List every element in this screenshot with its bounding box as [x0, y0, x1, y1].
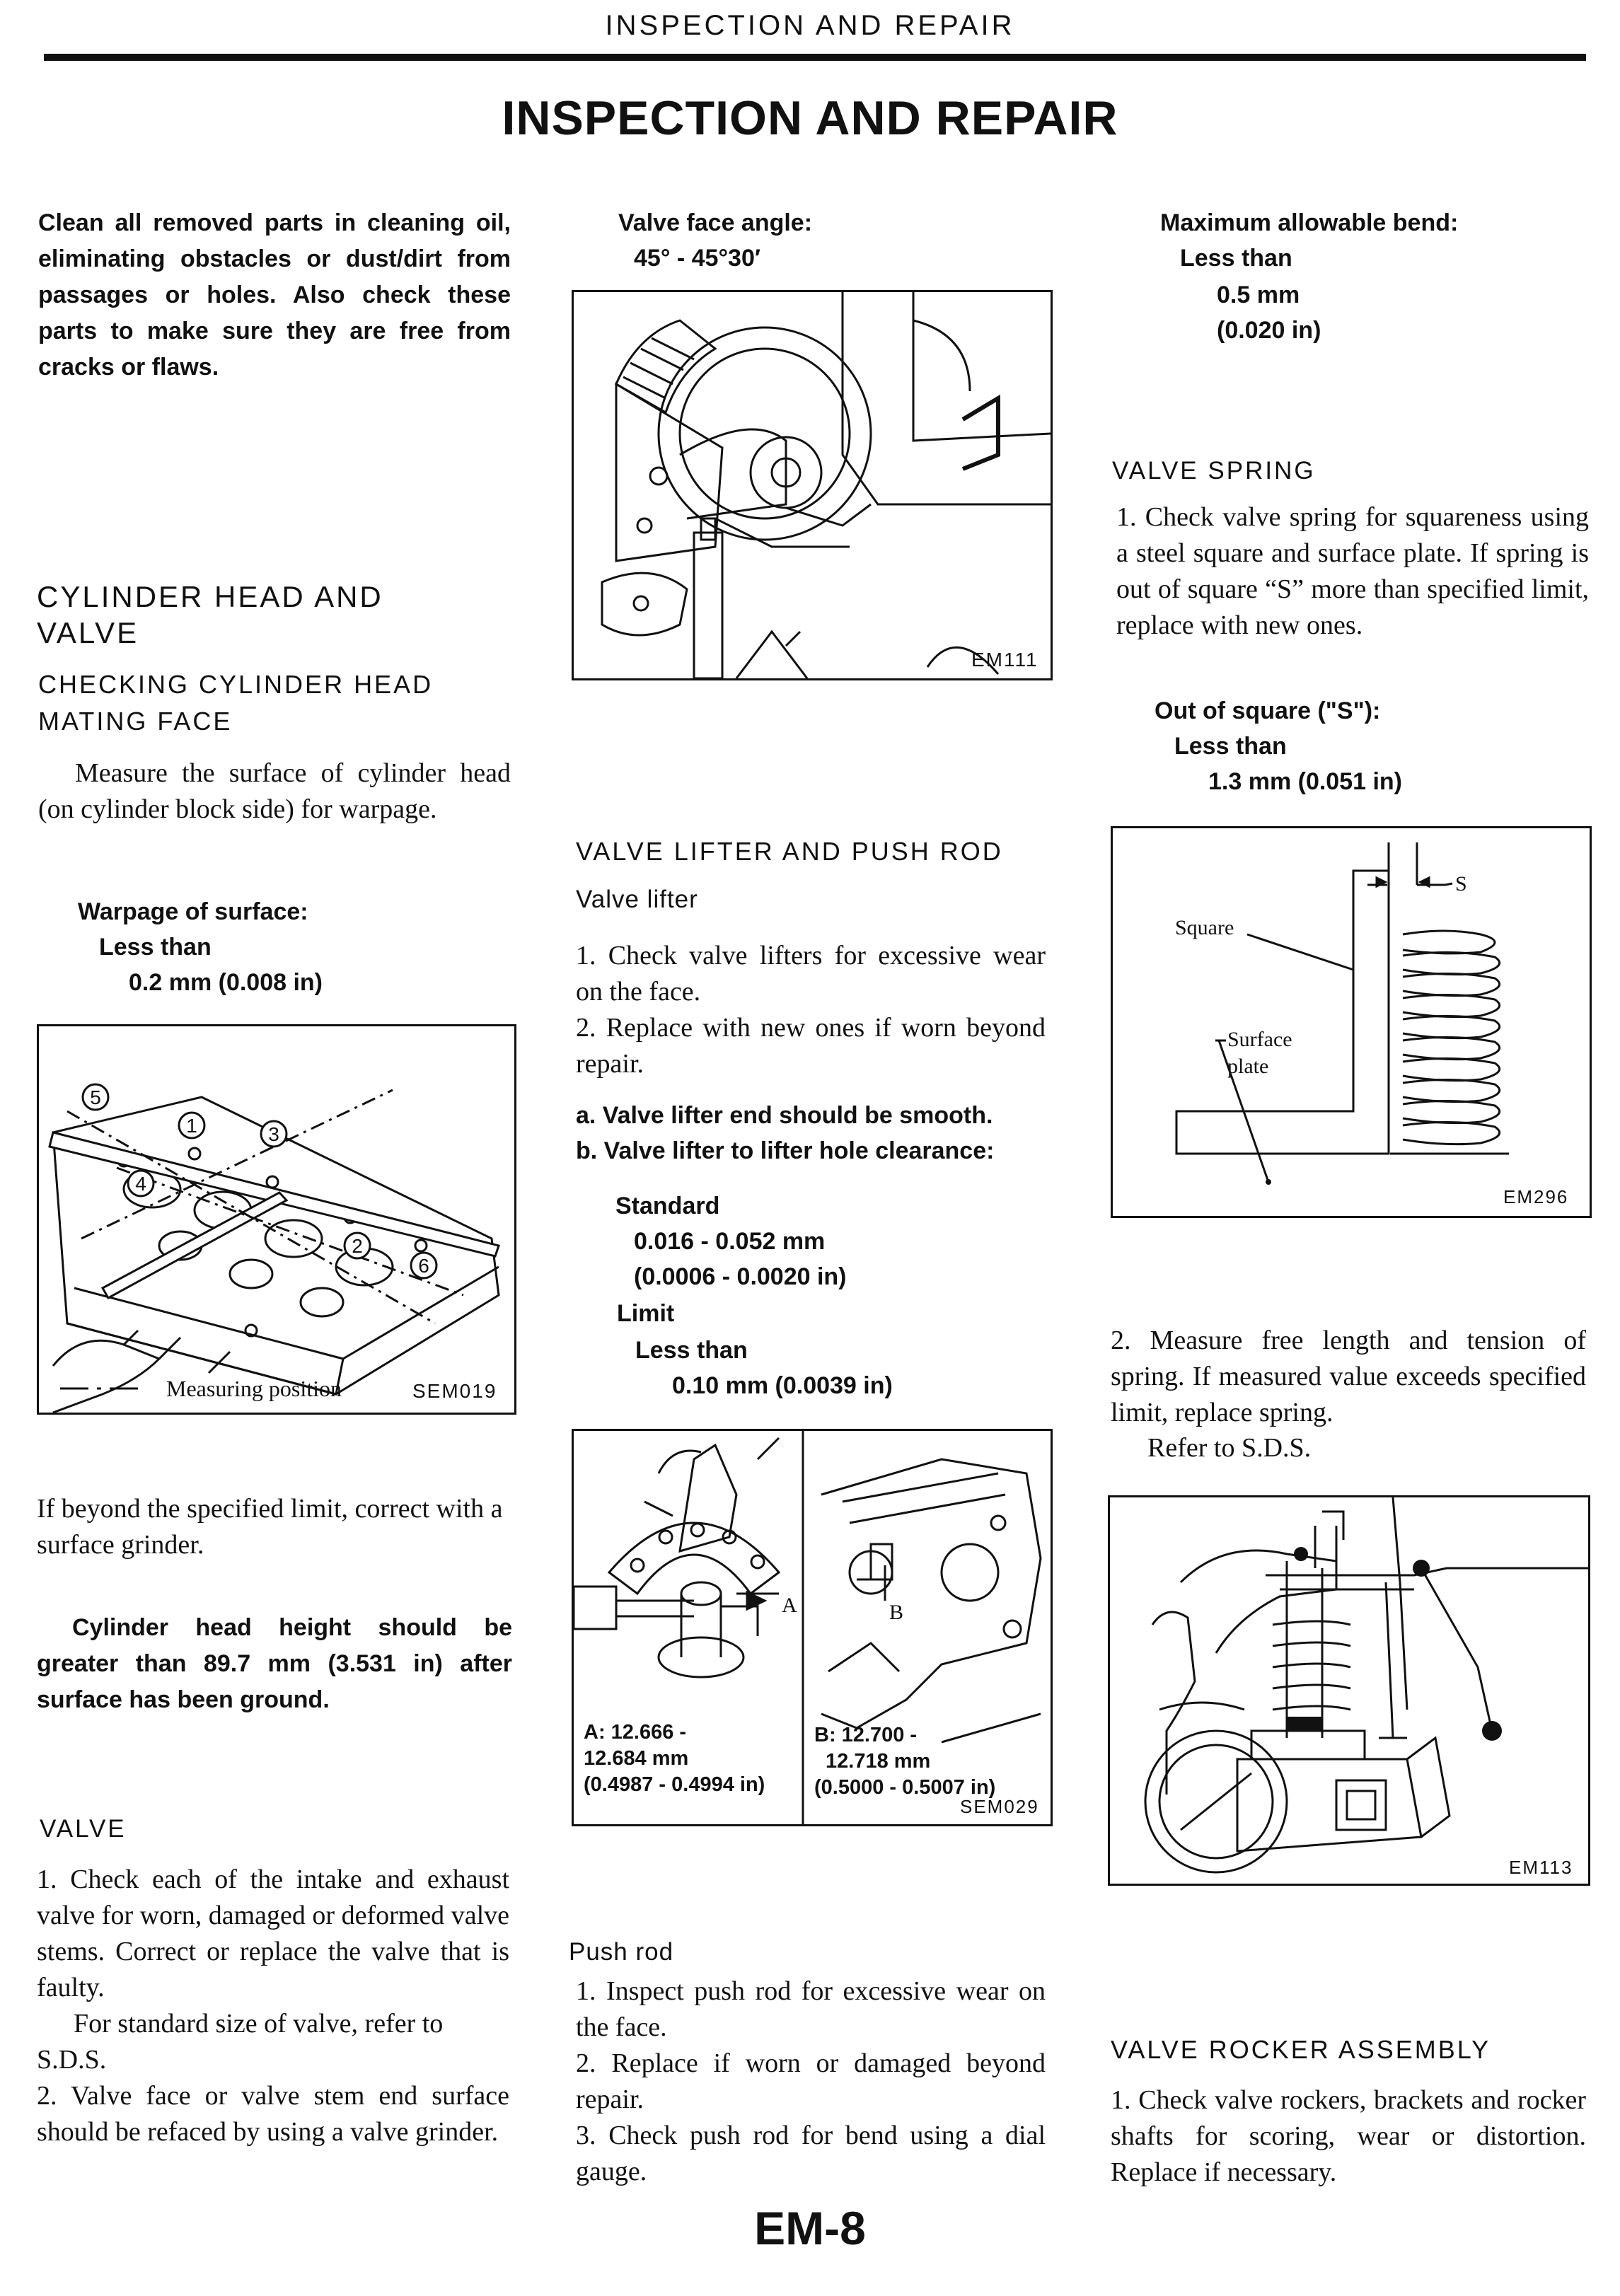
- fig5-code: EM113: [1509, 1857, 1573, 1878]
- mating-face-heading-line1: CHECKING CYLINDER HEAD: [38, 670, 434, 699]
- figure-valve-grinder: EM111: [572, 290, 1053, 680]
- max-bend-less-than: Less than: [1180, 245, 1292, 272]
- fig1-number-6: 6: [418, 1255, 429, 1277]
- warpage-label: Warpage of surface:: [78, 898, 308, 925]
- out-of-square-less-than: Less than: [1174, 733, 1287, 760]
- measure-paragraph: Measure the surface of cylinder head (on…: [38, 758, 511, 824]
- limit-label: Limit: [617, 1300, 675, 1327]
- cylinder-head-drawing: 1 2 3 4 5 6: [48, 1083, 500, 1413]
- cylinder-head-heading-line2: VALVE: [37, 616, 139, 649]
- standard-mm: 0.016 - 0.052 mm: [634, 1228, 826, 1255]
- fig3-code: SEM029: [960, 1796, 1039, 1817]
- lifter-pushrod-heading: VALVE LIFTER AND PUSH ROD: [576, 837, 1003, 866]
- valve-paragraph-3: 2. Valve face or valve stem end surface …: [37, 2081, 509, 2147]
- lifter-paragraph-2: 2. Replace with new ones if worn beyond …: [576, 1013, 1046, 1079]
- valve-lifter-subheading: Valve lifter: [576, 886, 698, 913]
- spring-refer-sds: Refer to S.D.S.: [1147, 1433, 1312, 1463]
- fig4-code: EM296: [1503, 1186, 1569, 1207]
- fig3-letter-b: B: [889, 1601, 903, 1624]
- limit-less-than: Less than: [635, 1337, 748, 1364]
- lifter-note-b: b. Valve lifter to lifter hole clearance…: [576, 1137, 995, 1164]
- max-bend-in: (0.020 in): [1217, 317, 1321, 344]
- valve-heading: VALVE: [40, 1815, 127, 1843]
- fig3-b-line3: (0.5000 - 0.5007 in): [814, 1776, 996, 1799]
- mating-face-heading-line2: MATING FACE: [38, 707, 233, 736]
- fig4-plate-label: plate: [1227, 1055, 1269, 1078]
- running-header: INSPECTION AND REPAIR: [605, 10, 1015, 41]
- figure-spring-tester: EM113: [1108, 1495, 1590, 1886]
- fig1-number-2: 2: [352, 1235, 363, 1257]
- limit-value: 0.10 mm (0.0039 in): [672, 1372, 893, 1399]
- fig3-b-line1: B: 12.700 -: [814, 1724, 918, 1746]
- page-number: EM-8: [754, 2202, 866, 2254]
- header-rule: [44, 54, 1586, 61]
- fig4-surface-label: Surface: [1227, 1028, 1292, 1051]
- push-rod-subheading: Push rod: [569, 1938, 674, 1966]
- valve-spring-heading: VALVE SPRING: [1112, 457, 1316, 485]
- fig3-a-line1: A: 12.666 -: [584, 1721, 687, 1744]
- standard-in: (0.0006 - 0.0020 in): [634, 1263, 847, 1290]
- fig1-code: SEM019: [412, 1380, 497, 1402]
- standard-label: Standard: [615, 1193, 720, 1219]
- valve-face-angle-value: 45° - 45°30′: [634, 245, 761, 272]
- fig4-square-label: Square: [1175, 916, 1234, 939]
- lifter-paragraph-1: 1. Check valve lifters for excessive wea…: [576, 941, 1046, 1007]
- valve-paragraph-1: 1. Check each of the intake and exhaust …: [37, 1865, 509, 2002]
- pushrod-paragraph-1: 1. Inspect push rod for excessive wear o…: [576, 1976, 1046, 2042]
- figure-lifter-clearance: A B A: 12.666 - 12.684 mm (0.4987 - 0.49…: [572, 1429, 1053, 1826]
- lifter-clearance-drawing: A B: [574, 1431, 1042, 1824]
- max-bend-mm: 0.5 mm: [1217, 282, 1300, 308]
- fig1-number-4: 4: [135, 1173, 146, 1195]
- spring-tester-drawing: [1144, 1497, 1588, 1874]
- fig1-number-3: 3: [268, 1123, 279, 1145]
- valve-grinder-drawing: [601, 292, 1051, 678]
- warpage-less-than: Less than: [99, 934, 212, 961]
- valve-face-angle-label: Valve face angle:: [618, 209, 813, 236]
- fig3-a-line3: (0.4987 - 0.4994 in): [584, 1773, 765, 1796]
- fig1-number-5: 5: [90, 1086, 101, 1108]
- head-height-paragraph: Cylinder head height should be greater t…: [37, 1614, 512, 1713]
- page-title: INSPECTION AND REPAIR: [502, 91, 1118, 145]
- fig3-letter-a: A: [782, 1594, 797, 1617]
- warpage-value: 0.2 mm (0.008 in): [129, 969, 323, 996]
- pushrod-paragraph-2: 2. Replace if worn or damaged beyond rep…: [576, 2048, 1046, 2114]
- fig1-number-1: 1: [186, 1115, 197, 1137]
- beyond-limit-paragraph: If beyond the specified limit, correct w…: [37, 1494, 503, 1560]
- rocker-paragraph-1: 1. Check valve rockers, brackets and roc…: [1111, 2085, 1586, 2187]
- out-of-square-value: 1.3 mm (0.051 in): [1208, 768, 1403, 795]
- spring-squareness-drawing: [1175, 842, 1509, 1185]
- fig4-s-label: S: [1455, 872, 1467, 895]
- figure-spring-squareness: Square Surface plate S EM296: [1111, 826, 1592, 1218]
- figure-cylinder-head-warpage: 1 2 3 4 5 6 Measuring position SEM019: [37, 1024, 516, 1415]
- spring-paragraph-2: 2. Measure free length and tension of sp…: [1111, 1326, 1586, 1427]
- max-bend-label: Maximum allowable bend:: [1160, 209, 1459, 236]
- cylinder-head-heading-line1: CYLINDER HEAD AND: [37, 580, 383, 613]
- spring-paragraph-1: 1. Check valve spring for squareness usi…: [1116, 502, 1589, 640]
- out-of-square-label: Out of square ("S"):: [1155, 697, 1381, 724]
- pushrod-paragraph-3: 3. Check push rod for bend using a dial …: [576, 2121, 1046, 2186]
- lifter-note-a: a. Valve lifter end should be smooth.: [576, 1102, 993, 1129]
- rocker-assembly-heading: VALVE ROCKER ASSEMBLY: [1111, 2035, 1491, 2064]
- fig3-a-line2: 12.684 mm: [584, 1747, 689, 1770]
- fig2-code: EM111: [971, 649, 1038, 671]
- valve-paragraph-2: For standard size of valve, refer to S.D…: [37, 2009, 444, 2075]
- fig3-b-line2: 12.718 mm: [826, 1750, 931, 1773]
- intro-paragraph: Clean all removed parts in cleaning oil,…: [38, 209, 511, 381]
- fig1-caption: Measuring position: [166, 1376, 342, 1401]
